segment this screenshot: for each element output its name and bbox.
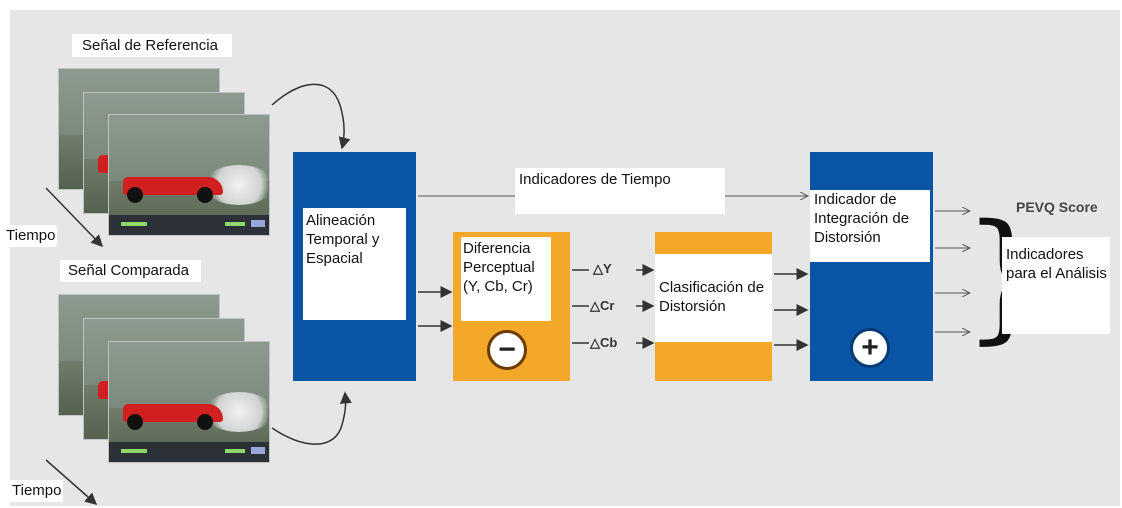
distortion-classification-block: Clasificación de Distorsión (655, 232, 772, 381)
delta-cb-label: △Cb (590, 335, 618, 350)
delta-y-label: △Y (593, 261, 612, 276)
reference-frame-front (108, 114, 270, 236)
compared-signal-label: Señal Comparada (60, 260, 201, 282)
integration-label: Indicador de Integración de Distorsión (810, 190, 930, 262)
perceptual-difference-block: Diferencia Perceptual (Y, Cb, Cr) − (453, 232, 570, 381)
alignment-label: Alineación Temporal y Espacial (303, 208, 406, 320)
pevq-score-label: PEVQ Score (1016, 199, 1098, 215)
time-label-bottom: Tiempo (10, 480, 64, 502)
delta-cr-label: △Cr (590, 298, 615, 313)
minus-icon: − (487, 330, 527, 370)
integration-block: Indicador de Integración de Distorsión + (810, 152, 933, 381)
perceptual-difference-label: Diferencia Perceptual (Y, Cb, Cr) (461, 237, 551, 321)
alignment-block: Alineación Temporal y Espacial (293, 152, 416, 381)
time-label-top: Tiempo (4, 225, 58, 247)
diagram-canvas: Señal de Referencia Señal Comparada Tiem… (4, 10, 1120, 506)
reference-signal-label: Señal de Referencia (72, 34, 232, 57)
time-indicators-label: Indicadores de Tiempo (515, 168, 725, 214)
plus-icon: + (850, 328, 890, 368)
distortion-classification-label: Clasificación de Distorsión (655, 254, 772, 342)
analysis-indicators-label: Indicadores para el Análisis (1002, 237, 1110, 334)
compared-frame-front (108, 341, 270, 463)
